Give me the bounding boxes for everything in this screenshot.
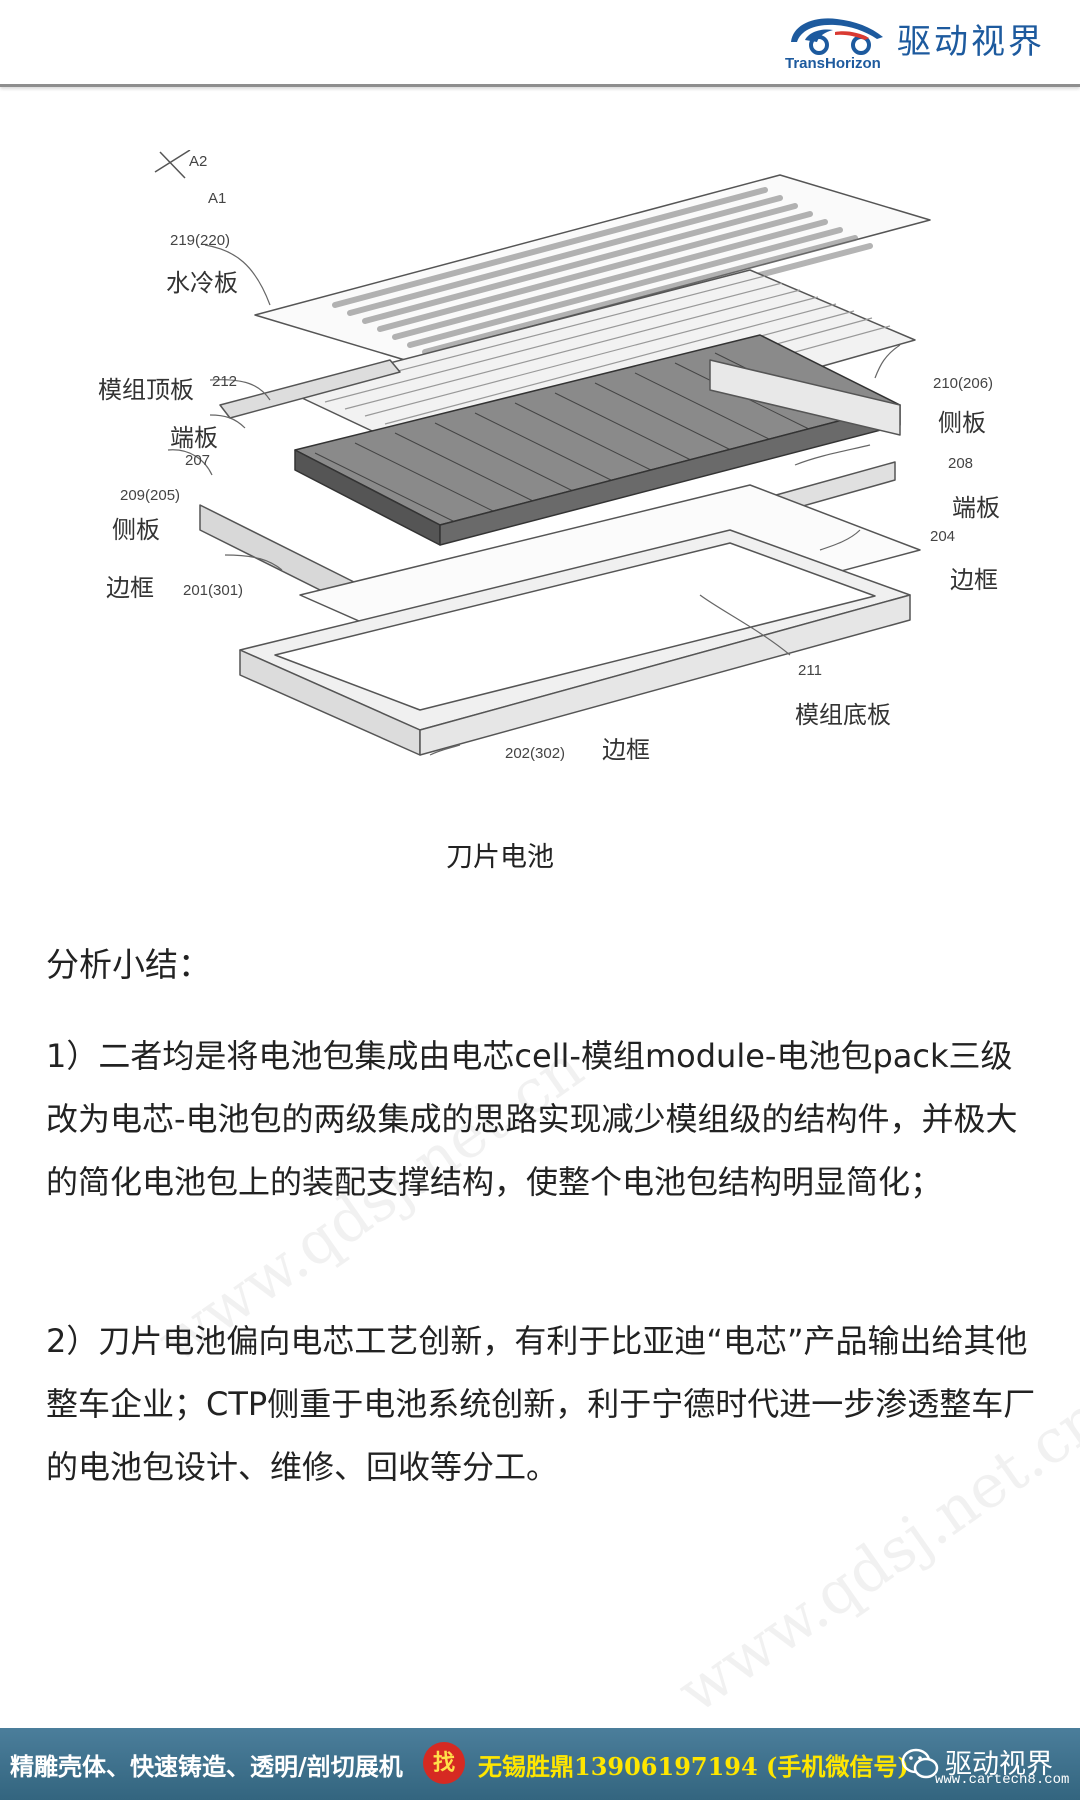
label-module-top-plate: 模组顶板 <box>98 376 194 404</box>
footer-site-url: www.cartech8.com <box>935 1772 1070 1788</box>
wechat-icon <box>901 1748 939 1779</box>
summary-paragraph-2: 2）刀片电池偏向电芯工艺创新，有利于比亚迪“电芯”产品输出给其他整车企业；CTP… <box>46 1322 1036 1486</box>
footer-banner[interactable]: 精雕壳体、快速铸造、透明/剖切展机 找 无锡胜鼎13906197194 (手机微… <box>0 1728 1080 1800</box>
page-header: 驱动视界 TransHorizon <box>0 0 1080 87</box>
footer-contact-text: 无锡胜鼎13906197194 (手机微信号) <box>478 1752 909 1781</box>
label-side-plate-left: 侧板 <box>112 516 160 544</box>
part-number-210: 210(206) <box>933 375 994 392</box>
blade-battery-exploded-diagram: A2 A1 219(220) 水冷板 模组顶板 212 端板 207 209(2… <box>60 150 1040 764</box>
summary-title: 分析小结： <box>46 945 211 984</box>
label-module-bottom-plate: 模组底板 <box>795 701 891 729</box>
part-number-202: 202(302) <box>505 745 566 762</box>
footer-promo-text: 精雕壳体、快速铸造、透明/剖切展机 <box>10 1752 403 1781</box>
figure-caption: 刀片电池 <box>446 842 554 873</box>
brand-name-cn: 驱动视界 <box>897 22 1045 62</box>
label-frame-left: 边框 <box>106 574 154 602</box>
part-number-207: 207 <box>185 452 211 469</box>
label-frame-bottom: 边框 <box>602 736 650 764</box>
brand-name-en: TransHorizon <box>785 55 881 72</box>
label-end-plate-right: 端板 <box>952 494 1000 522</box>
footer-account-name: 驱动视界 <box>945 1749 1053 1780</box>
label-frame-right: 边框 <box>950 566 998 594</box>
find-badge: 找 <box>423 1742 465 1784</box>
label-water-cooling-plate: 水冷板 <box>166 269 238 297</box>
part-number-208: 208 <box>948 455 974 472</box>
part-number-212: 212 <box>212 373 238 390</box>
label-side-plate-right: 侧板 <box>938 409 986 437</box>
part-number-209: 209(205) <box>120 487 181 504</box>
part-number-204: 204 <box>930 528 956 545</box>
part-number-211: 211 <box>798 662 822 679</box>
car-swirl-logo-icon <box>791 18 883 55</box>
part-number-219: 219(220) <box>170 232 231 249</box>
axis-label-a1: A1 <box>208 190 227 207</box>
summary-paragraph-1: 1）二者均是将电池包集成由电芯cell-模组module-电池包pack三级改为… <box>46 1037 1018 1201</box>
label-end-plate-left: 端板 <box>170 424 218 452</box>
exploded-view-drawing <box>154 150 931 756</box>
transhorizon-logo: 驱动视界 TransHorizon <box>785 10 1055 72</box>
axis-label-a2: A2 <box>189 153 208 170</box>
part-number-201: 201(301) <box>183 582 244 599</box>
